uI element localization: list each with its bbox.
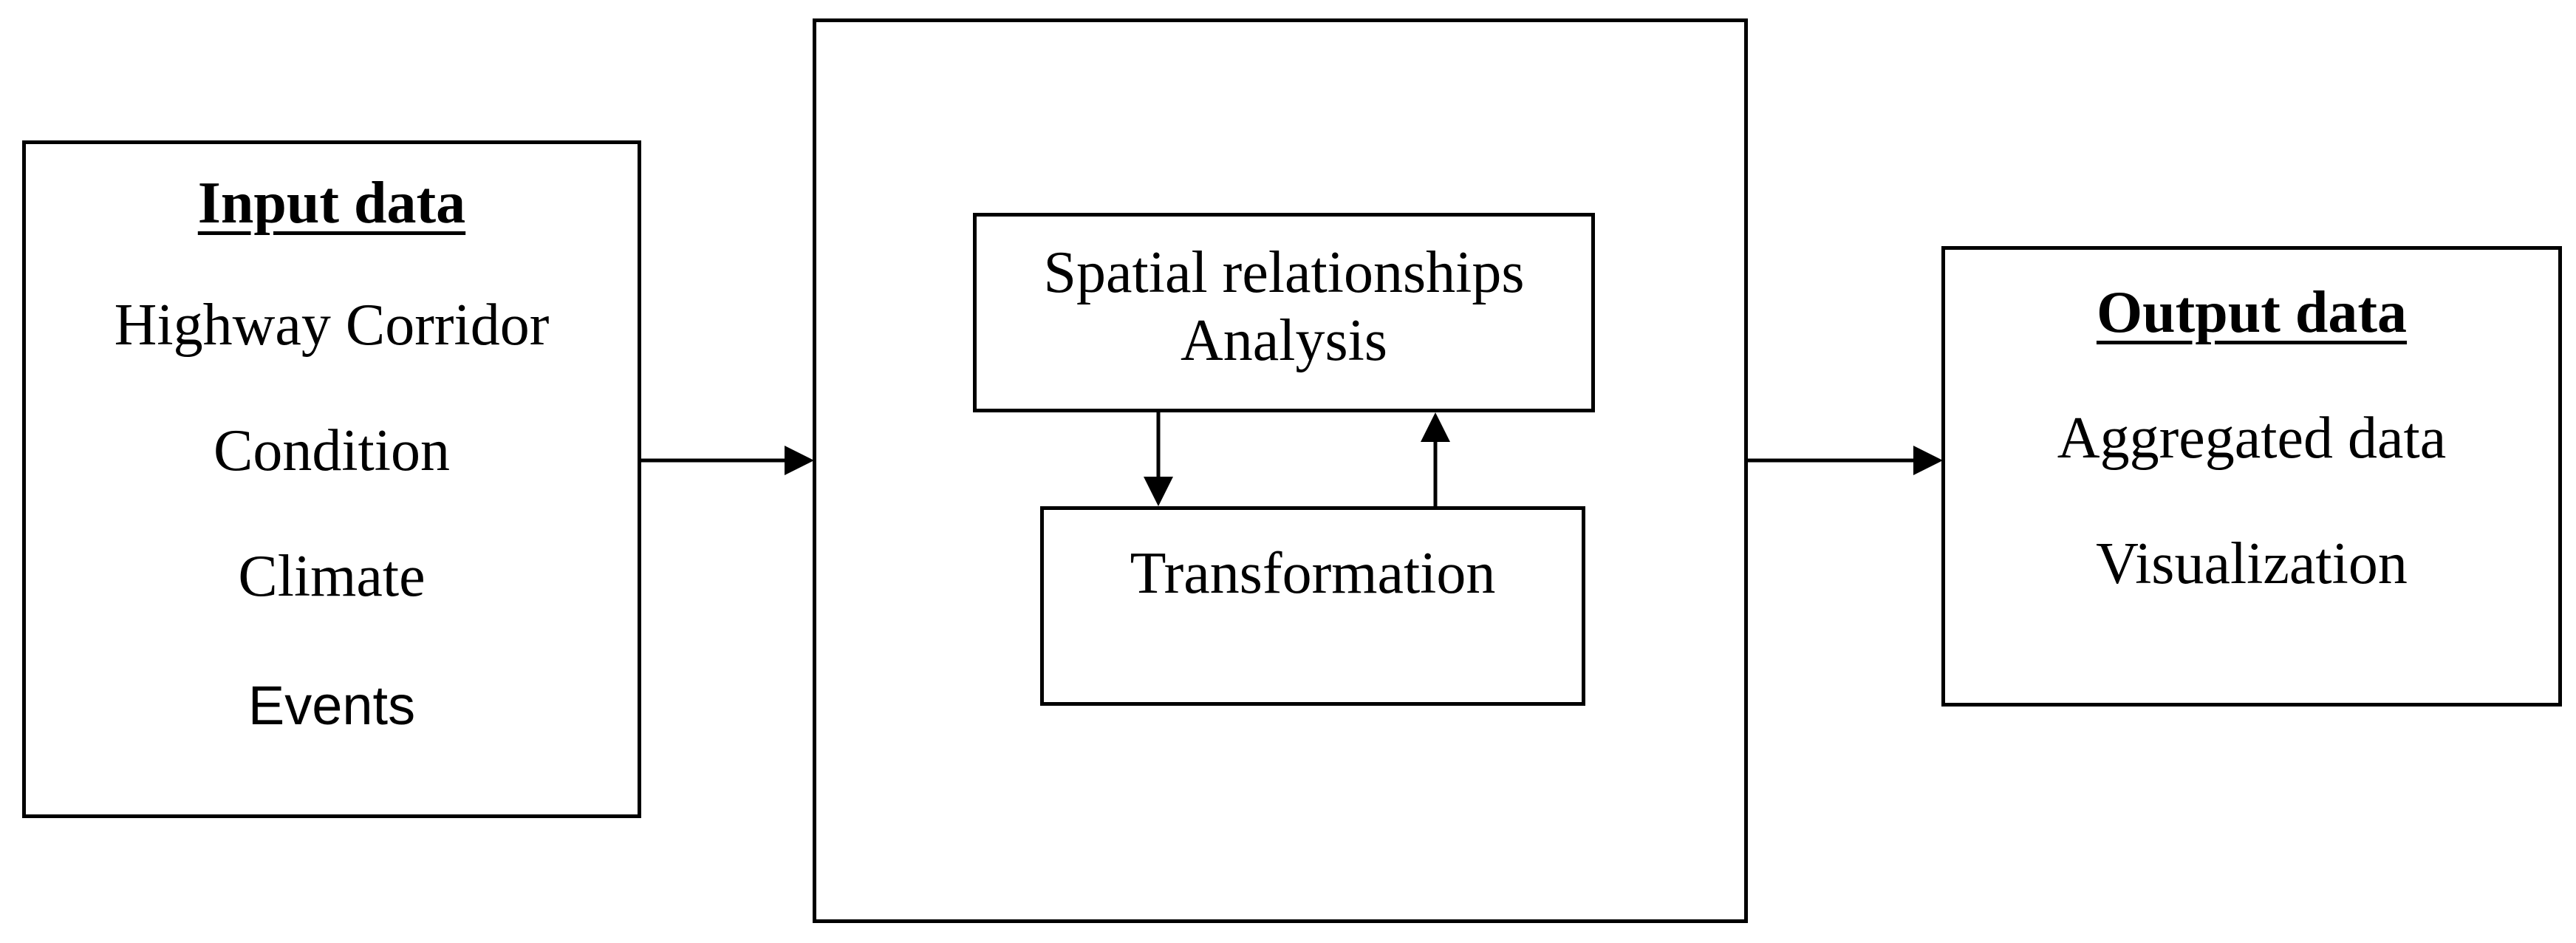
spatial-analysis-label-line2: Analysis [1181, 308, 1387, 373]
output-item-aggregated-data: Aggregated data [2057, 406, 2447, 471]
transformation-box: Transformation [1040, 506, 1585, 706]
spatial-analysis-label-line1: Spatial relationships [1043, 240, 1525, 305]
input-item-condition: Condition [213, 418, 451, 483]
input-data-box: Input data Highway Corridor Condition Cl… [22, 140, 641, 818]
arrow-process-to-output [1748, 446, 1943, 475]
transformation-label: Transformation [1130, 541, 1496, 606]
process-box [813, 18, 1748, 923]
input-data-title: Input data [197, 171, 466, 236]
arrow-analysis-to-transformation [1144, 412, 1173, 506]
arrow-input-to-process [641, 446, 814, 475]
input-item-events: Events [247, 675, 416, 736]
output-data-box: Output data Aggregated data Visualizatio… [1941, 246, 2562, 707]
output-item-visualization: Visualization [2096, 531, 2408, 596]
input-item-highway-corridor: Highway Corridor [114, 293, 550, 358]
spatial-analysis-box: Spatial relationships Analysis [973, 213, 1595, 412]
arrow-transformation-to-analysis [1421, 412, 1450, 506]
input-item-climate: Climate [238, 544, 426, 609]
output-data-title: Output data [2096, 280, 2408, 345]
